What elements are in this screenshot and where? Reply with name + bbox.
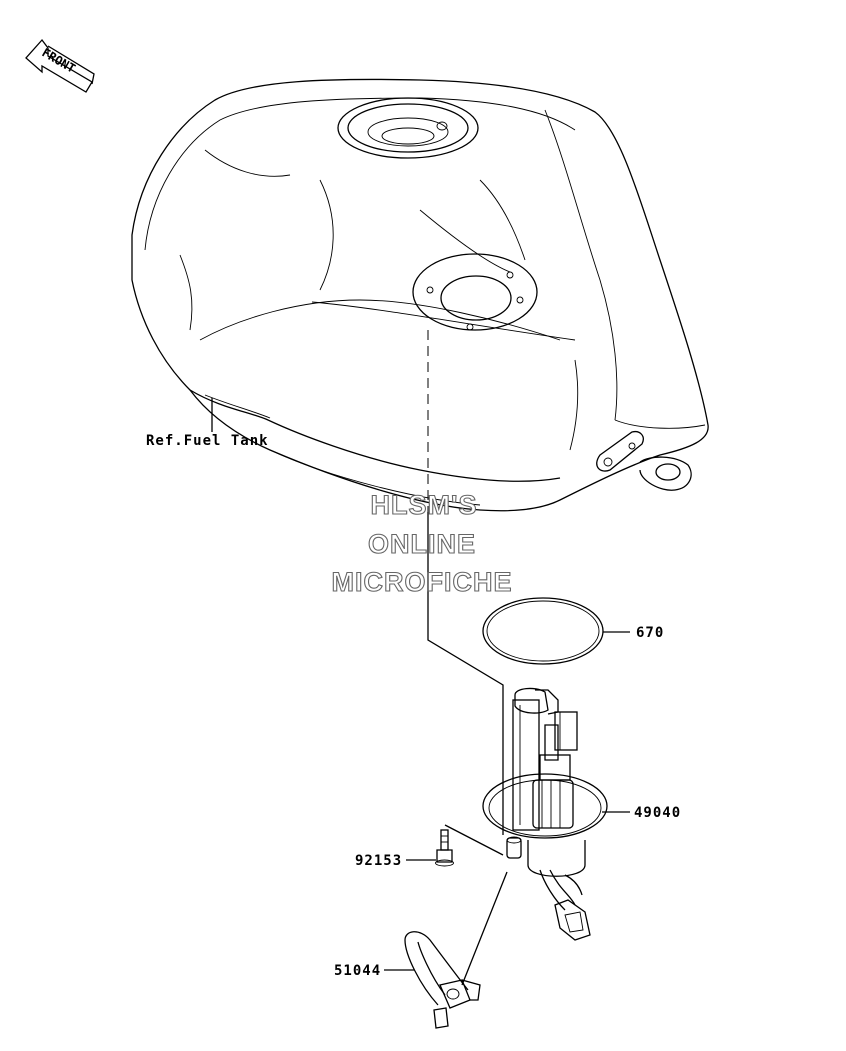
- watermark-line3: MICROFICHE: [332, 567, 513, 597]
- fuel-tank-drawing: [131, 78, 709, 512]
- label-hose: 51044: [334, 963, 381, 979]
- fuel-hose-drawing: [404, 931, 481, 1029]
- label-fuel-pump: 49040: [634, 805, 681, 821]
- bolt-drawing: [435, 829, 454, 867]
- label-gasket: 670: [636, 625, 664, 641]
- hose-leader-line: [461, 871, 508, 986]
- pump-leader-line: [427, 512, 504, 835]
- bolt-leader-line: [444, 824, 504, 856]
- front-arrow-icon: FRONT: [25, 38, 95, 93]
- fuel-pump-drawing: [482, 687, 608, 941]
- watermark-line2: ONLINE: [368, 529, 476, 559]
- label-bolt: 92153: [355, 853, 402, 869]
- front-label: FRONT: [39, 45, 77, 75]
- label-fuel-tank: Ref.Fuel Tank: [146, 433, 269, 449]
- watermark: HLSM'S ONLINE MICROFICHE: [331, 489, 513, 597]
- watermark-line1: HLSM'S: [371, 490, 478, 520]
- gasket-ring-drawing: [482, 597, 604, 665]
